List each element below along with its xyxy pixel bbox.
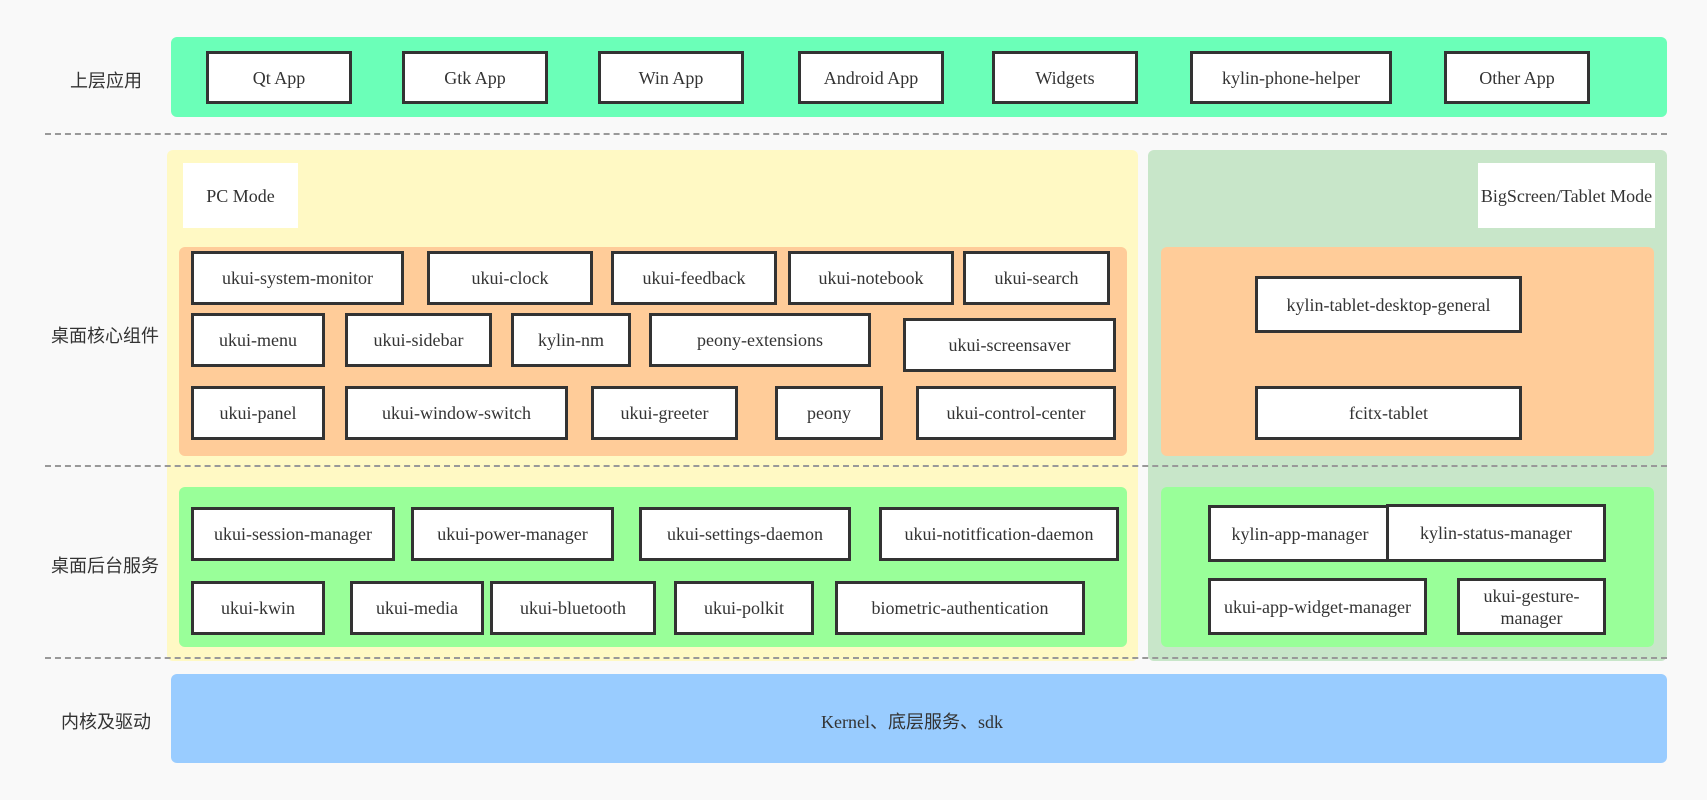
component-box[interactable]: ukui-window-switch — [345, 386, 568, 440]
component-box[interactable]: ukui-greeter — [591, 386, 738, 440]
component-box[interactable]: peony-extensions — [649, 313, 871, 367]
service-box[interactable]: kylin-status-manager — [1386, 504, 1606, 562]
component-box[interactable]: ukui-clock — [427, 251, 593, 305]
component-box[interactable]: ukui-screensaver — [903, 318, 1116, 372]
component-box[interactable]: ukui-search — [963, 251, 1110, 305]
kernel-layer-text: Kernel、底层服务、sdk — [821, 712, 1003, 732]
app-box[interactable]: Widgets — [992, 51, 1138, 104]
component-box[interactable]: kylin-tablet-desktop-general — [1255, 276, 1522, 333]
service-box[interactable]: ukui-bluetooth — [490, 581, 656, 635]
component-box[interactable]: kylin-nm — [511, 313, 631, 367]
layer-divider — [45, 133, 1667, 135]
component-box[interactable]: ukui-sidebar — [345, 313, 492, 367]
service-box[interactable]: biometric-authentication — [835, 581, 1085, 635]
service-box[interactable]: ukui-power-manager — [411, 507, 614, 561]
app-box[interactable]: Gtk App — [402, 51, 548, 104]
service-box[interactable]: ukui-app-widget-manager — [1208, 578, 1427, 635]
service-box[interactable]: ukui-notitfication-daemon — [879, 507, 1119, 561]
component-box[interactable]: ukui-feedback — [611, 251, 777, 305]
tablet-mode-panel: BigScreen/Tablet Mode kylin-tablet-deskt… — [1148, 150, 1667, 661]
app-box[interactable]: Other App — [1444, 51, 1590, 104]
layer-label-kernel: 内核及驱动 — [61, 712, 151, 733]
component-box[interactable]: ukui-system-monitor — [191, 251, 404, 305]
component-box[interactable]: ukui-panel — [191, 386, 325, 440]
component-box[interactable]: ukui-menu — [191, 313, 325, 367]
app-box[interactable]: Android App — [798, 51, 944, 104]
component-box[interactable]: fcitx-tablet — [1255, 386, 1522, 440]
service-box[interactable]: ukui-polkit — [674, 581, 814, 635]
service-box[interactable]: ukui-session-manager — [191, 507, 395, 561]
tablet-background-services: kylin-app-manager kylin-status-manager u… — [1161, 487, 1654, 647]
service-box[interactable]: ukui-gesture-manager — [1457, 578, 1606, 635]
tablet-mode-label: BigScreen/Tablet Mode — [1478, 163, 1655, 228]
layer-label-services: 桌面后台服务 — [51, 556, 159, 577]
kernel-layer: Kernel、底层服务、sdk — [171, 674, 1667, 763]
service-box[interactable]: ukui-kwin — [191, 581, 325, 635]
tablet-core-components: kylin-tablet-desktop-general fcitx-table… — [1161, 247, 1654, 456]
layer-label-apps: 上层应用 — [70, 71, 142, 92]
pc-core-components: ukui-system-monitor ukui-clock ukui-feed… — [179, 247, 1127, 456]
service-box[interactable]: ukui-settings-daemon — [639, 507, 851, 561]
app-box[interactable]: kylin-phone-helper — [1190, 51, 1392, 104]
pc-background-services: ukui-session-manager ukui-power-manager … — [179, 487, 1127, 647]
component-box[interactable]: peony — [775, 386, 883, 440]
component-box[interactable]: ukui-control-center — [916, 386, 1116, 440]
layer-divider — [45, 465, 1667, 467]
app-box[interactable]: Win App — [598, 51, 744, 104]
pc-mode-label: PC Mode — [183, 163, 298, 228]
service-box[interactable]: kylin-app-manager — [1208, 505, 1392, 562]
app-box[interactable]: Qt App — [206, 51, 352, 104]
layer-label-core: 桌面核心组件 — [51, 326, 159, 347]
apps-layer: Qt App Gtk App Win App Android App Widge… — [171, 37, 1667, 117]
pc-mode-panel: PC Mode ukui-system-monitor ukui-clock u… — [167, 150, 1138, 661]
layer-divider — [45, 657, 1667, 659]
service-box[interactable]: ukui-media — [350, 581, 484, 635]
component-box[interactable]: ukui-notebook — [788, 251, 954, 305]
